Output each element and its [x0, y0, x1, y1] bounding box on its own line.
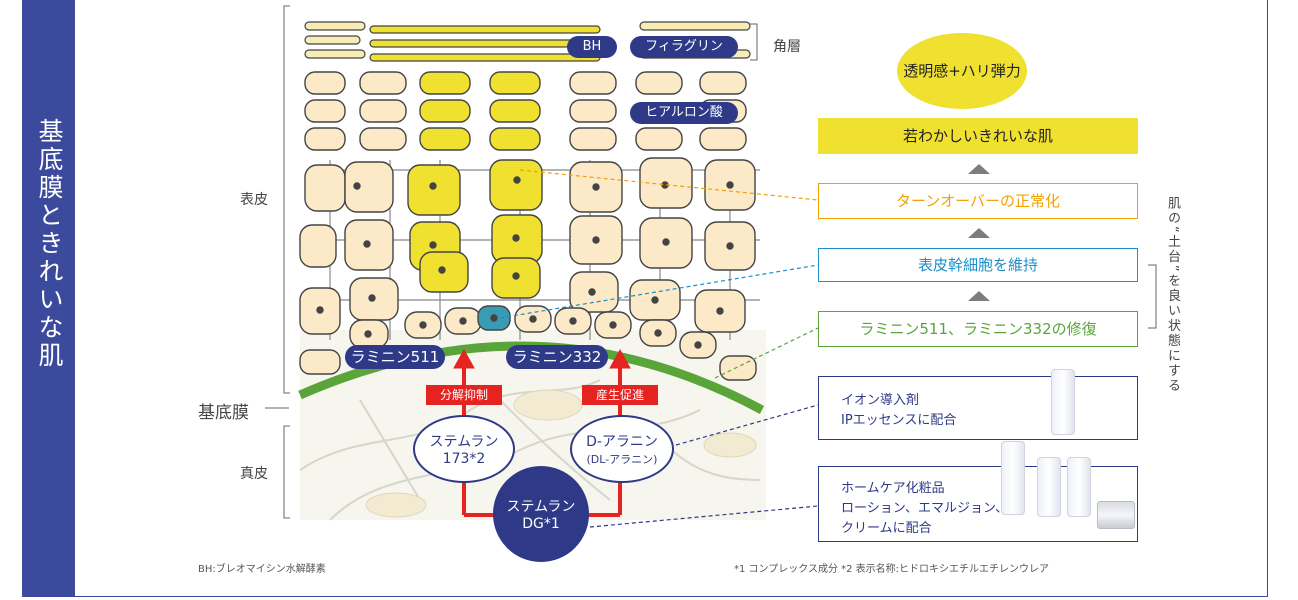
inhibit-tag: 分解抑制	[426, 385, 502, 405]
promote-tag: 産生促進	[582, 385, 658, 405]
stratum-bracket	[750, 23, 758, 61]
essence-bottle-icon	[1051, 369, 1075, 435]
home-product-box: ホームケア化粧品 ローション、エマルジョン、 クリームに配合	[818, 441, 1138, 542]
foundation-label: 肌の“土台”を良い状態にする	[1165, 196, 1180, 394]
dermis-label: 真皮	[240, 466, 268, 482]
dalanine-line2: (DL-アラニン)	[586, 453, 658, 466]
laminin511-tag: ラミニン511	[345, 345, 445, 369]
ion-product-box: イオン導入剤 IPエッセンスに配合	[818, 369, 1138, 440]
cream-jar-icon	[1097, 501, 1135, 529]
dermis-bracket	[283, 425, 290, 519]
footnote-right: *1 コンプレックス成分 *2 表示名称:ヒドロキシエチルエチレンウレア	[734, 564, 1050, 575]
stemcell-box: 表皮幹細胞を維持	[818, 248, 1138, 282]
hyaluronic-tag: ヒアルロン酸	[630, 102, 738, 124]
footnote-left: BH:ブレオマイシン水解酵素	[198, 564, 326, 575]
sidebar: 基底膜ときれいな肌	[23, 0, 75, 597]
epidermis-bracket	[283, 5, 290, 394]
result-box: 若わかしいきれいな肌	[818, 118, 1138, 154]
stemulandg-line1: ステムラン	[506, 499, 576, 515]
bh-tag: BH	[567, 36, 617, 58]
stemulandg-line2: DG*1	[522, 516, 560, 532]
sidebar-title: 基底膜ときれいな肌	[35, 118, 64, 370]
stemulan173-line2: 173*2	[442, 451, 486, 467]
repair-box: ラミニン511、ラミニン332の修復	[818, 311, 1138, 347]
home-line1: ホームケア化粧品	[841, 481, 945, 496]
arrow-up-1	[968, 164, 990, 174]
stemulan173-ellipse: ステムラン 173*2	[413, 415, 515, 483]
stemulandg-circle: ステムラン DG*1	[493, 466, 589, 562]
lotion-bottle-icon	[1001, 441, 1025, 515]
stratum-corneum-label: 角層	[773, 39, 801, 55]
goal-burst	[897, 33, 1027, 109]
goal-text: 透明感+ハリ弾力	[903, 62, 1021, 80]
arrow-up-2	[968, 228, 990, 238]
epidermis-label: 表皮	[240, 192, 268, 208]
home-line2: ローション、エマルジョン、	[841, 501, 1009, 516]
page-frame	[22, 0, 1268, 597]
foundation-bracket	[1148, 264, 1157, 329]
home-line3: クリームに配合	[841, 521, 932, 536]
ion-line1: イオン導入剤	[841, 393, 920, 408]
arrow-up-3	[968, 291, 990, 301]
emulsion-bottle-icon	[1037, 457, 1061, 517]
stemulan173-line1: ステムラン	[429, 434, 499, 450]
basement-membrane-label: 基底膜	[198, 403, 249, 423]
laminin332-tag: ラミニン332	[506, 345, 608, 369]
serum-bottle-icon	[1067, 457, 1091, 517]
dalanine-line1: D-アラニン	[586, 434, 658, 450]
connectors	[499, 169, 819, 528]
filaggrin-tag: フィラグリン	[630, 36, 738, 58]
layer-brackets	[265, 5, 758, 519]
epidermal-cells	[299, 157, 757, 381]
turnover-box: ターンオーバーの正常化	[818, 183, 1138, 219]
ion-line2: IPエッセンスに配合	[841, 413, 957, 428]
dalanine-ellipse: D-アラニン (DL-アラニン)	[570, 415, 674, 483]
